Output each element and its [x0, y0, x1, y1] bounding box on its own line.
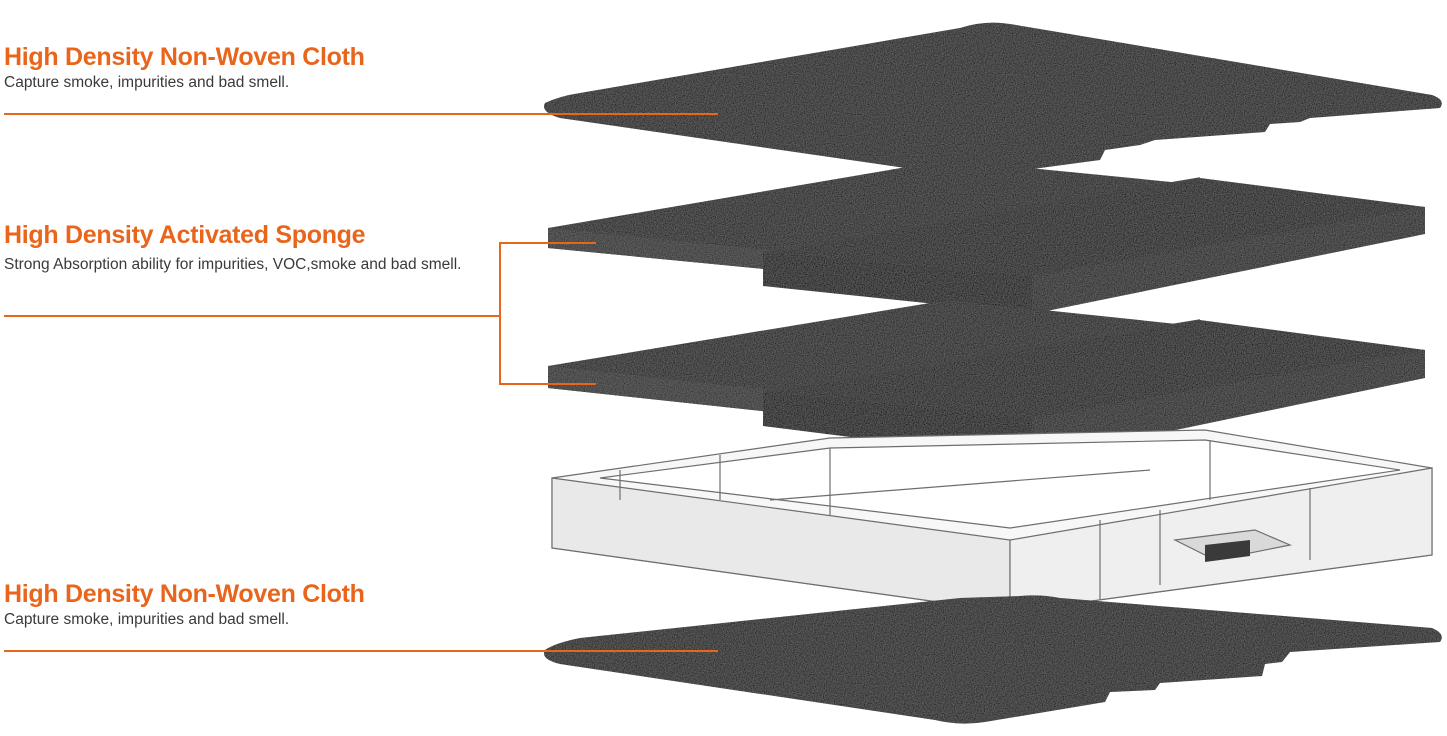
callout-lines: [4, 113, 718, 652]
callout-bracket-sponge: [499, 242, 596, 385]
sponge-description: Strong Absorption ability for impurities…: [4, 256, 462, 273]
sponge-callout: High Density Activated Sponge Strong Abs…: [4, 220, 474, 276]
bottom-cloth-callout: High Density Non-Woven Cloth Capture smo…: [4, 579, 365, 631]
top-cloth-title: High Density Non-Woven Cloth: [4, 43, 365, 71]
top-cloth-description: Capture smoke, impurities and bad smell.: [4, 74, 290, 91]
sponge-title: High Density Activated Sponge: [4, 221, 366, 249]
bottom-cloth-description: Capture smoke, impurities and bad smell.: [4, 611, 290, 628]
bottom-nonwoven-cloth-layer: [544, 595, 1442, 724]
upper-activated-sponge-layer: [548, 160, 1425, 314]
plastic-frame: [551, 429, 1433, 613]
top-cloth-callout: High Density Non-Woven Cloth Capture smo…: [4, 42, 365, 94]
bottom-cloth-title: High Density Non-Woven Cloth: [4, 580, 365, 608]
top-nonwoven-cloth-layer: [544, 22, 1442, 177]
